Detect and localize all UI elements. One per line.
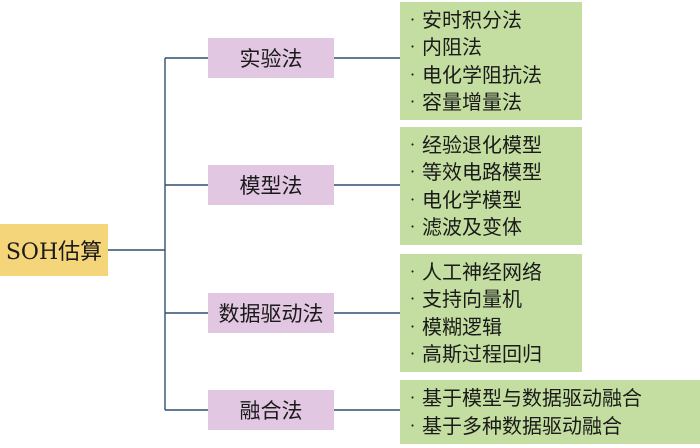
item-label: 电化学阻抗法 — [422, 62, 542, 87]
method-label: 实验法 — [239, 47, 303, 71]
method-label: 融合法 — [239, 399, 303, 423]
bullet-icon: · — [410, 316, 416, 336]
bullet-icon: · — [410, 344, 416, 364]
bullet-icon: · — [410, 217, 416, 237]
bullet-icon: · — [410, 289, 416, 309]
list-item: · 基于模型与数据驱动融合 — [410, 388, 700, 408]
list-item: · 容量增量法 — [410, 92, 582, 112]
bullet-icon: · — [410, 162, 416, 182]
list-item: · 支持向量机 — [410, 289, 582, 309]
list-item: · 等效电路模型 — [410, 162, 582, 182]
method-label: 数据驱动法 — [218, 302, 324, 326]
item-label: 容量增量法 — [422, 90, 522, 115]
list-item: · 模糊逻辑 — [410, 317, 582, 337]
item-label: 电化学模型 — [422, 187, 522, 212]
list-item: · 滤波及变体 — [410, 217, 582, 237]
method-node-fusion: 融合法 — [208, 390, 334, 430]
method-label: 模型法 — [239, 174, 303, 198]
bullet-icon: · — [410, 37, 416, 57]
bullet-icon: · — [410, 92, 416, 112]
bullet-icon: · — [410, 388, 416, 407]
item-label: 安时积分法 — [422, 7, 522, 32]
item-label: 人工神经网络 — [422, 259, 542, 284]
list-item: · 内阻法 — [410, 37, 582, 57]
list-item: · 基于多种数据驱动融合 — [410, 416, 700, 436]
bullet-icon: · — [410, 261, 416, 281]
item-label: 经验退化模型 — [422, 132, 542, 157]
item-label: 基于模型与数据驱动融合 — [422, 386, 642, 410]
list-item: · 电化学阻抗法 — [410, 65, 582, 85]
method-node-model: 模型法 — [208, 165, 334, 205]
data-driven-techniques-list: · 人工神经网络 · 支持向量机 · 模糊逻辑 · 高斯过程回归 — [400, 254, 582, 372]
model-techniques-list: · 经验退化模型 · 等效电路模型 · 电化学模型 · 滤波及变体 — [400, 127, 582, 245]
bullet-icon: · — [410, 134, 416, 154]
item-label: 滤波及变体 — [422, 215, 522, 240]
experimental-techniques-list: · 安时积分法 · 内阻法 · 电化学阻抗法 · 容量增量法 — [400, 2, 582, 120]
item-label: 内阻法 — [422, 35, 482, 60]
item-label: 支持向量机 — [422, 287, 522, 312]
item-label: 等效电路模型 — [422, 160, 542, 185]
item-label: 模糊逻辑 — [422, 314, 502, 339]
list-item: · 高斯过程回归 — [410, 344, 582, 364]
bullet-icon: · — [410, 416, 416, 435]
method-node-experimental: 实验法 — [208, 38, 334, 78]
item-label: 高斯过程回归 — [422, 342, 542, 367]
bullet-icon: · — [410, 64, 416, 84]
list-item: · 安时积分法 — [410, 10, 582, 30]
root-label: SOH估算 — [5, 240, 103, 265]
list-item: · 经验退化模型 — [410, 135, 582, 155]
list-item: · 人工神经网络 — [410, 262, 582, 282]
method-node-data-driven: 数据驱动法 — [208, 293, 334, 333]
root-node: SOH估算 — [0, 224, 108, 276]
list-item: · 电化学模型 — [410, 190, 582, 210]
bullet-icon: · — [410, 9, 416, 29]
item-label: 基于多种数据驱动融合 — [422, 414, 622, 438]
fusion-techniques-list: · 基于模型与数据驱动融合 · 基于多种数据驱动融合 — [400, 380, 700, 444]
bullet-icon: · — [410, 189, 416, 209]
